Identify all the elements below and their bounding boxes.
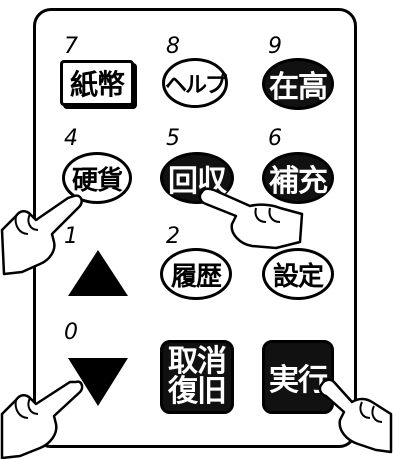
key-9-label: 在高 [269,70,328,105]
key-2-label: 履歴 [170,261,222,292]
key-2-number: 2 [166,224,180,249]
key-6-label: 補充 [269,164,328,199]
key-4-label: 硬貨 [71,165,123,196]
key-8-help[interactable]: ヘルプ [162,58,228,108]
key-3-number: 3 [268,224,282,249]
key-7-number: 7 [64,34,78,59]
key-3-settings[interactable]: 設定 [262,248,334,300]
execute-button[interactable]: 実行 [262,340,334,414]
key-2-history[interactable]: 履歴 [160,248,232,300]
key-5-number: 5 [166,126,180,151]
key-1-number: 1 [64,224,78,249]
key-6-number: 6 [268,126,282,151]
key-5-label: 回収 [168,164,227,199]
up-arrow-icon[interactable] [66,248,130,298]
key-9-number: 9 [268,34,282,59]
key-6-refill[interactable]: 補充 [262,152,334,204]
execute-label: 実行 [269,363,328,398]
key-4-coins[interactable]: 硬貨 [62,152,132,204]
key-8-label: ヘルプ [165,73,227,98]
key-7-bills[interactable]: 紙幣 [60,60,134,106]
key-3-label: 設定 [272,261,324,292]
key-0-number: 0 [64,320,78,345]
key-7-label: 紙幣 [69,68,125,101]
cancel-restore-button[interactable]: 取消 復旧 [160,340,234,414]
key-9-balance[interactable]: 在高 [262,58,334,110]
cancel-restore-label: 取消 復旧 [168,344,227,409]
key-8-number: 8 [166,34,180,59]
down-arrow-icon[interactable] [66,356,130,408]
key-4-number: 4 [64,126,78,151]
key-5-collect[interactable]: 回収 [160,152,234,204]
